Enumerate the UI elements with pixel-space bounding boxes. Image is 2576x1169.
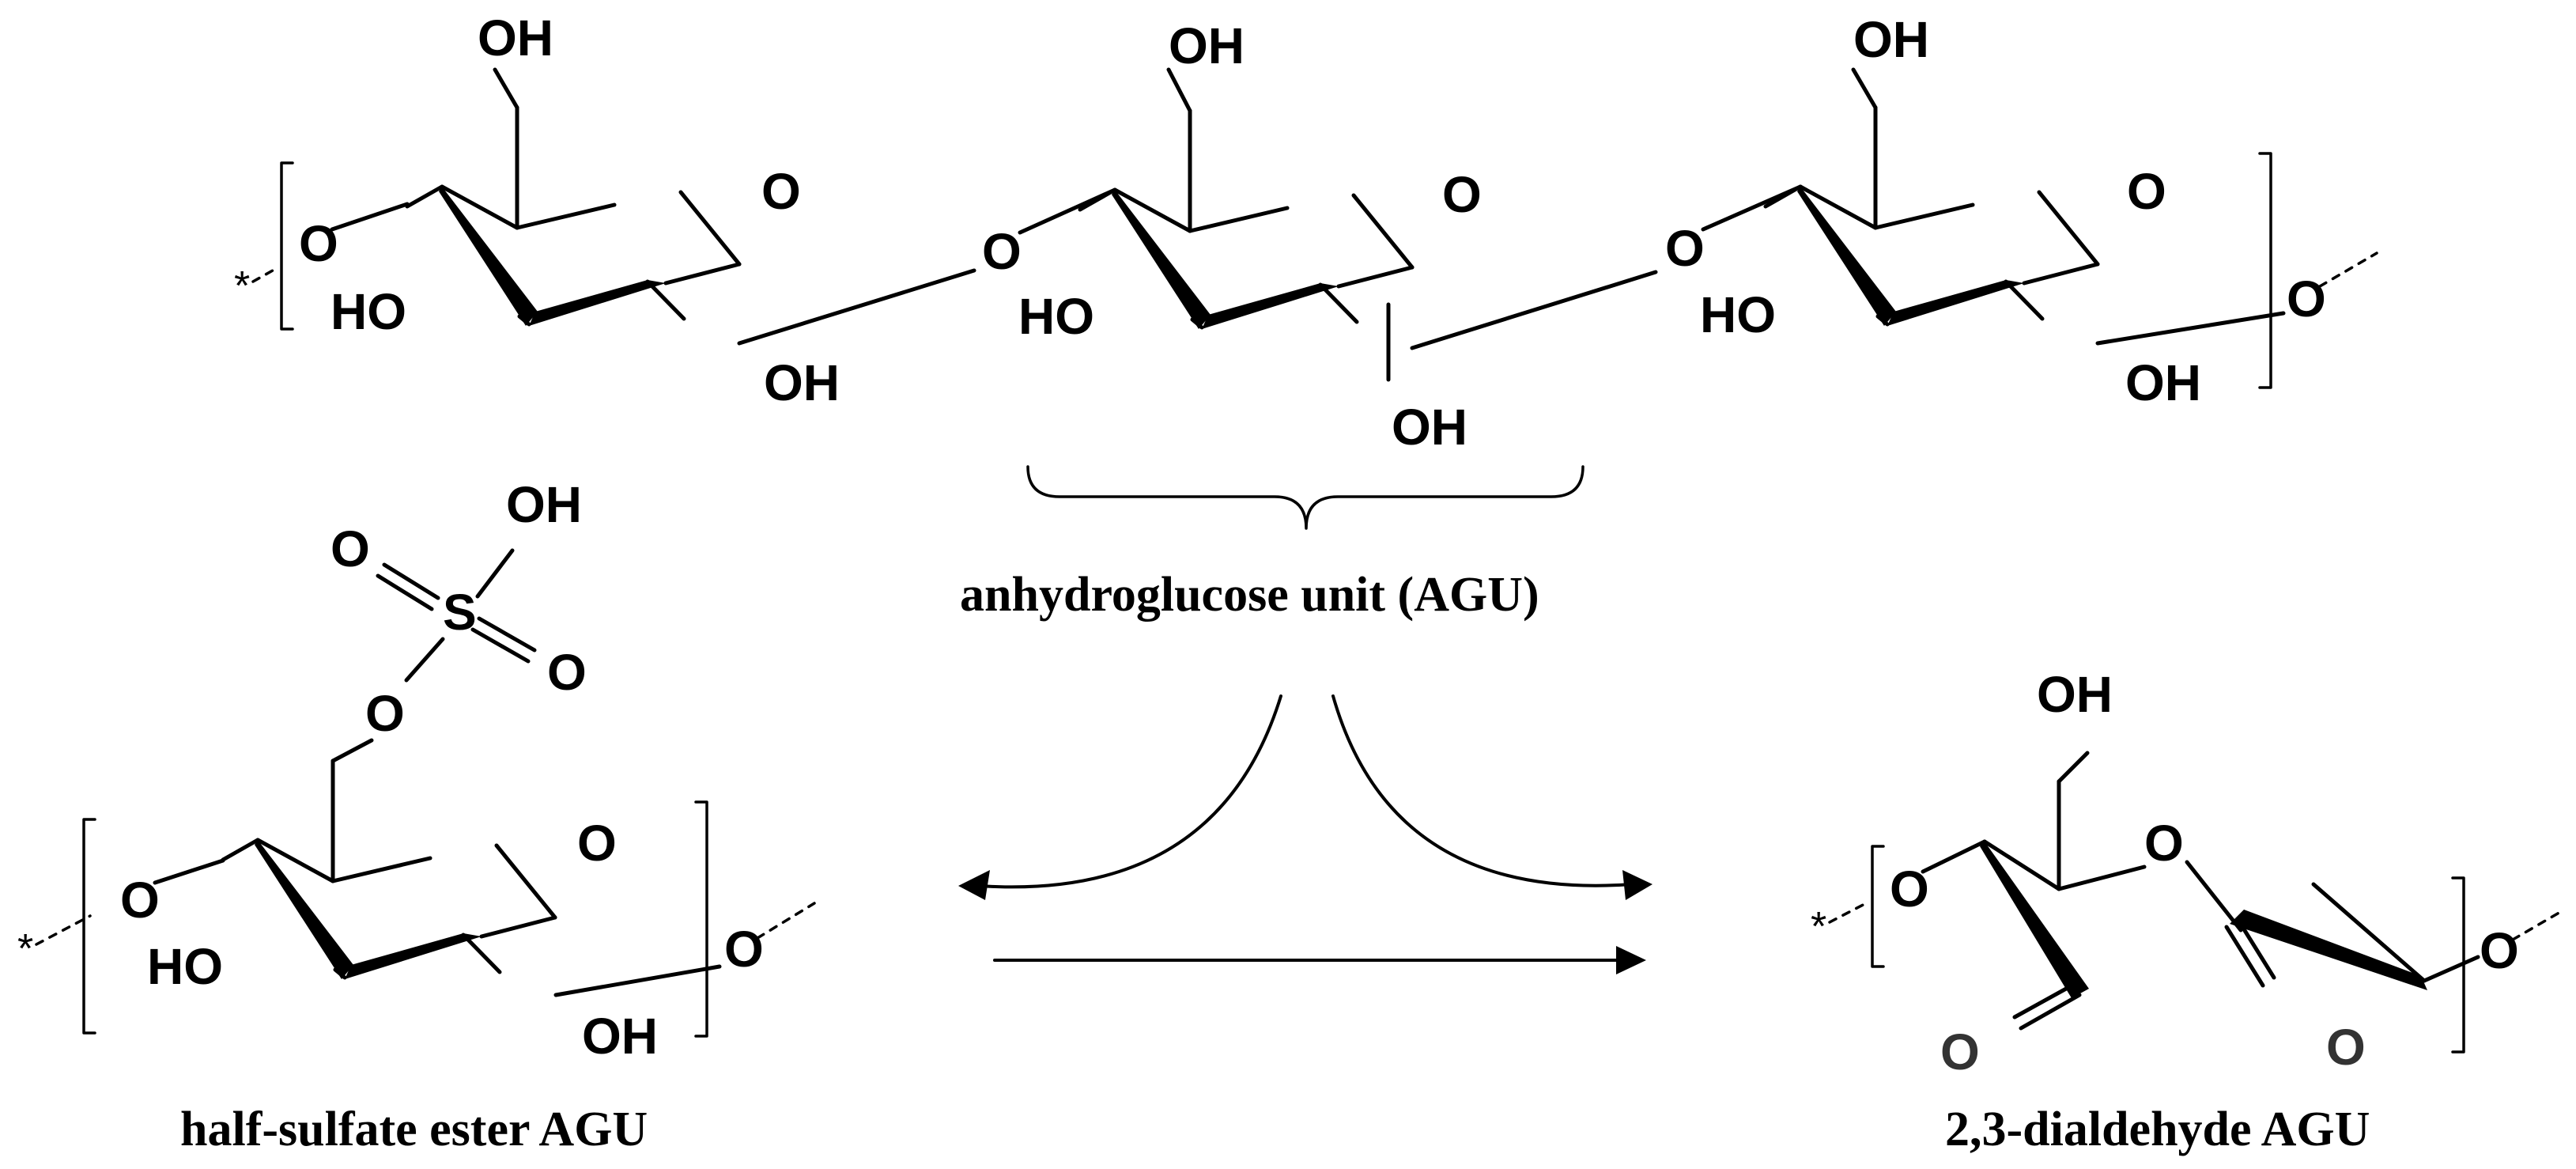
o-linkage-sulfate-right: O (724, 921, 764, 978)
sulfate-ester-oxygen: O (365, 685, 405, 742)
sulfur-atom: S (443, 584, 477, 641)
o-glycosidic-2: O (1665, 220, 1705, 277)
aldehyde-oxygen-c2: O (2326, 1019, 2366, 1076)
agu-ring-1 (407, 108, 739, 326)
chain-end-left: * (234, 263, 250, 309)
reaction-arrows (958, 694, 1652, 974)
hydroxyl-c2-2: OH (1392, 399, 1467, 456)
hydroxyl-c3-sulfate: HO (147, 938, 223, 995)
hydroxyl-c6-dialdehyde: OH (2037, 666, 2113, 723)
sulfate-label: half-sulfate ester AGU (180, 1103, 648, 1156)
cellulose-chain: * O O OH HO OH O O OH HO OH O (234, 9, 2378, 456)
o-linkage-right: O (2287, 270, 2326, 327)
arrow-head-dialdehyde (1622, 870, 1652, 900)
chain-end-dialdehyde: * (1811, 904, 1826, 950)
sulfate-ester-agu: * O O S O O OH O HO OH O (17, 476, 816, 1065)
arrow-head-sulfate (958, 870, 990, 900)
hydroxyl-c2-1: OH (764, 354, 840, 411)
hydroxyl-c6-3: OH (1853, 11, 1929, 68)
agu-brace (1026, 465, 1585, 530)
ring-oxygen-1: O (761, 163, 801, 220)
o-linkage-dialdehyde-right: O (2480, 922, 2519, 979)
agu-ring-3 (1766, 108, 2098, 326)
ring-oxygen-sulfate: O (577, 815, 617, 872)
arrow-to-sulfate (977, 694, 1282, 889)
hydroxyl-c2-3: OH (2125, 354, 2201, 411)
o-linkage-sulfate-left: O (120, 872, 160, 929)
o-linkage-dialdehyde-left: O (1890, 861, 1929, 917)
dialdehyde-label: 2,3-dialdehyde AGU (1945, 1103, 2370, 1156)
ring-oxygen-2: O (1442, 166, 1482, 223)
aldehyde-oxygen-c3: O (1940, 1023, 1980, 1080)
ring-oxygen-3: O (2127, 163, 2166, 220)
sulfonyl-oxygen-2: O (547, 644, 587, 701)
arrow-head-straight (1616, 946, 1646, 974)
sulfate-hydroxyl: OH (506, 476, 582, 533)
ring-oxygen-dialdehyde: O (2144, 815, 2184, 872)
agu-ring-2 (1080, 111, 1412, 329)
agu-label: anhydroglucose unit (AGU) (960, 568, 1539, 622)
hydroxyl-c3-3: HO (1700, 286, 1776, 343)
hydroxyl-c2-sulfate: OH (582, 1008, 658, 1065)
hydroxyl-c6-2: OH (1169, 17, 1245, 74)
dialdehyde-agu: * O OH O O O O (1811, 666, 2563, 1080)
hydroxyl-c3-1: HO (330, 283, 406, 340)
arrow-to-dialdehyde (1331, 694, 1634, 887)
sulfonyl-oxygen-1: O (330, 520, 370, 577)
hydroxyl-c6-1: OH (478, 9, 553, 66)
o-glycosidic-1: O (982, 223, 1022, 280)
o-linkage-left: O (299, 215, 338, 272)
chain-end-sulfate: * (17, 926, 33, 972)
hydroxyl-c3-2: HO (1018, 288, 1094, 345)
